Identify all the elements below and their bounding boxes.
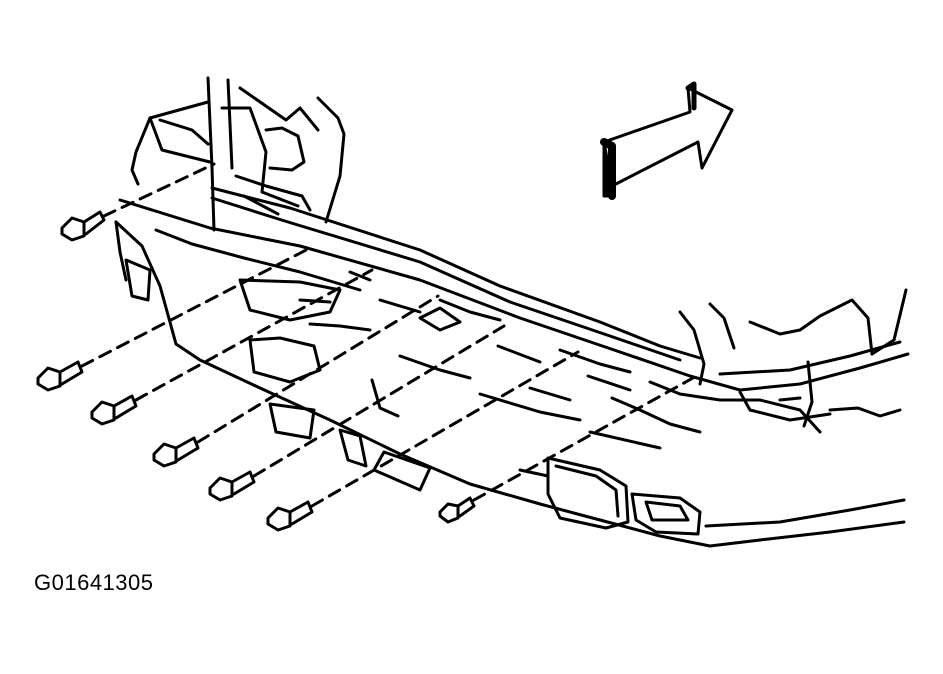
leader-line [252, 324, 506, 478]
forward-direction-arrow-icon [600, 81, 734, 200]
vehicle-body-right [610, 288, 908, 434]
leader-line [80, 246, 312, 368]
leader-line [196, 294, 440, 444]
fastener-group [36, 162, 702, 532]
bolt-icon [90, 394, 138, 426]
bolt-icon [36, 360, 84, 392]
figure-id-label: G01641305 [34, 570, 154, 595]
leader-line [472, 372, 702, 502]
leader-line [134, 268, 374, 402]
bolt-icon [208, 470, 256, 502]
leader-line [310, 350, 580, 508]
bolt-icon [60, 210, 106, 242]
bumper-upper-edge [118, 186, 910, 392]
bolt-icon [152, 436, 200, 468]
lower-valance [518, 456, 906, 548]
leader-line [102, 162, 216, 218]
bolt-icon [438, 496, 476, 524]
bolt-icon [266, 500, 314, 532]
vehicle-body-left [130, 76, 346, 232]
bumper-body [114, 220, 712, 548]
